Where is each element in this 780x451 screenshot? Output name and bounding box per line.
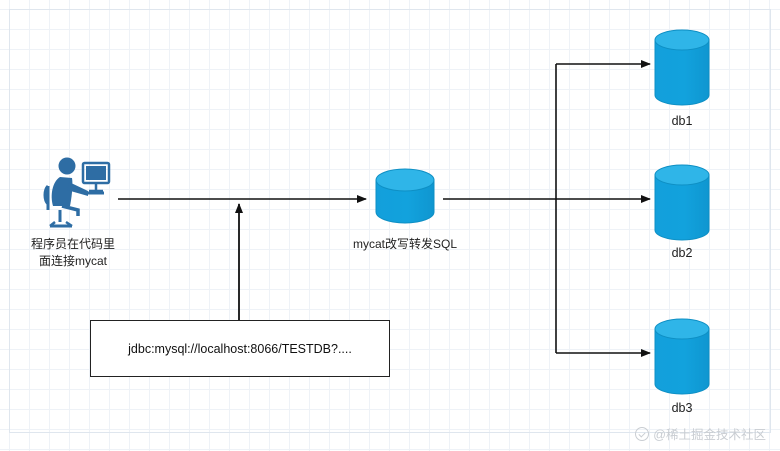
jdbc-url-box: jdbc:mysql://localhost:8066/TESTDB?.... [90,320,390,377]
mycat-label: mycat改写转发SQL [352,237,458,251]
juejin-logo-icon [635,426,650,441]
db3-label: db3 [671,401,693,415]
db1-label: db1 [671,114,693,128]
db1-cylinder-icon [654,29,710,106]
db2-label: db2 [671,246,693,260]
client-label-line2: 面连接mycat [38,254,107,268]
watermark: @稀土掘金技术社区 [635,424,766,443]
mycat-cylinder-icon [375,168,435,224]
client-label: 程序员在代码里 面连接mycat [18,236,128,270]
programmer-figure-icon [43,157,111,228]
arrow-mycat-to-databases [443,60,651,357]
jdbc-url-text: jdbc:mysql://localhost:8066/TESTDB?.... [128,341,352,356]
db2-cylinder-icon [654,164,710,241]
diagram-frame [9,9,771,433]
client-label-line1: 程序员在代码里 [30,237,115,251]
watermark-text: @稀土掘金技术社区 [653,428,766,442]
db3-cylinder-icon [654,318,710,395]
